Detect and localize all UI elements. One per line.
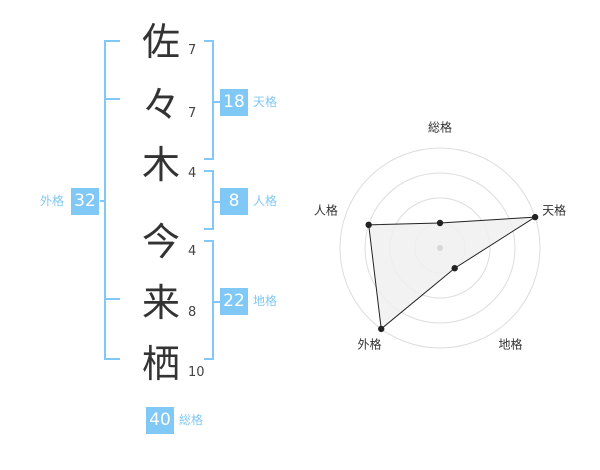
- stroke-count-3: 4: [188, 166, 197, 181]
- name-char-5: 来: [141, 281, 180, 325]
- soukaku-value: 40: [146, 407, 174, 434]
- gaikaku-bracket-top: [104, 40, 120, 42]
- gaikaku-bracket-bottom: [104, 358, 120, 360]
- jinkaku-bracket-top: [204, 170, 214, 172]
- radar-point-5: [365, 221, 372, 229]
- jinkaku-bracket-connector: [214, 201, 220, 203]
- stroke-count-6: 10: [188, 365, 205, 380]
- name-char-3: 木: [141, 143, 180, 187]
- radar-ring-3: [364, 172, 516, 324]
- stroke-count-4: 4: [188, 244, 197, 259]
- gaikaku-bracket-connector: [100, 200, 104, 202]
- radar-point-2: [531, 213, 539, 221]
- tenkaku-bracket-vertical: [212, 40, 214, 160]
- chikaku-label: 地格: [253, 294, 278, 308]
- name-char-1: 佐: [141, 20, 180, 64]
- stroke-count-5: 8: [188, 305, 197, 320]
- tenkaku-bracket-bottom: [204, 158, 214, 160]
- jinkaku-bracket-bottom: [204, 228, 214, 230]
- stroke-count-2: 7: [188, 106, 197, 121]
- tenkaku-value: 18: [220, 89, 248, 116]
- chikaku-bracket-connector: [214, 301, 220, 303]
- radar-polygon: [368, 216, 536, 330]
- radar-point-1: [436, 219, 444, 227]
- tenkaku-label: 天格: [253, 95, 278, 109]
- chikaku-bracket-vertical: [212, 240, 214, 360]
- soukaku-label: 総格: [179, 413, 204, 427]
- name-char-6: 栖: [141, 342, 180, 386]
- jinkaku-bracket-vertical: [212, 170, 214, 230]
- name-char-2: 々: [141, 83, 180, 127]
- gaikaku-label: 外格: [40, 194, 65, 208]
- radar-axis-label-5: 人格: [314, 202, 338, 217]
- radar-ring-4: [339, 147, 541, 349]
- radar-axis-label-3: 地格: [499, 337, 523, 352]
- jinkaku-value: 8: [220, 188, 248, 215]
- radar-axis-label-4: 外格: [357, 337, 381, 352]
- chikaku-bracket-bottom: [204, 358, 214, 360]
- tenkaku-bracket-top: [204, 40, 214, 42]
- gaikaku-value: 32: [71, 188, 99, 215]
- stroke-count-1: 7: [188, 43, 197, 58]
- gaikaku-bracket-tick-2: [104, 98, 120, 100]
- gaikaku-bracket-vertical: [104, 40, 106, 360]
- radar-axis-label-1: 総格: [428, 120, 452, 135]
- tenkaku-bracket-connector: [214, 101, 220, 103]
- name-char-4: 今: [141, 220, 180, 264]
- radar-center-dot: [437, 245, 443, 251]
- gaikaku-bracket-tick-5: [104, 298, 120, 300]
- radar-point-3: [451, 265, 458, 272]
- radar-point-4: [378, 325, 385, 333]
- chikaku-bracket-top: [204, 240, 214, 242]
- radar-axis-label-2: 天格: [542, 202, 566, 217]
- jinkaku-label: 人格: [253, 194, 278, 208]
- chikaku-value: 22: [220, 288, 248, 315]
